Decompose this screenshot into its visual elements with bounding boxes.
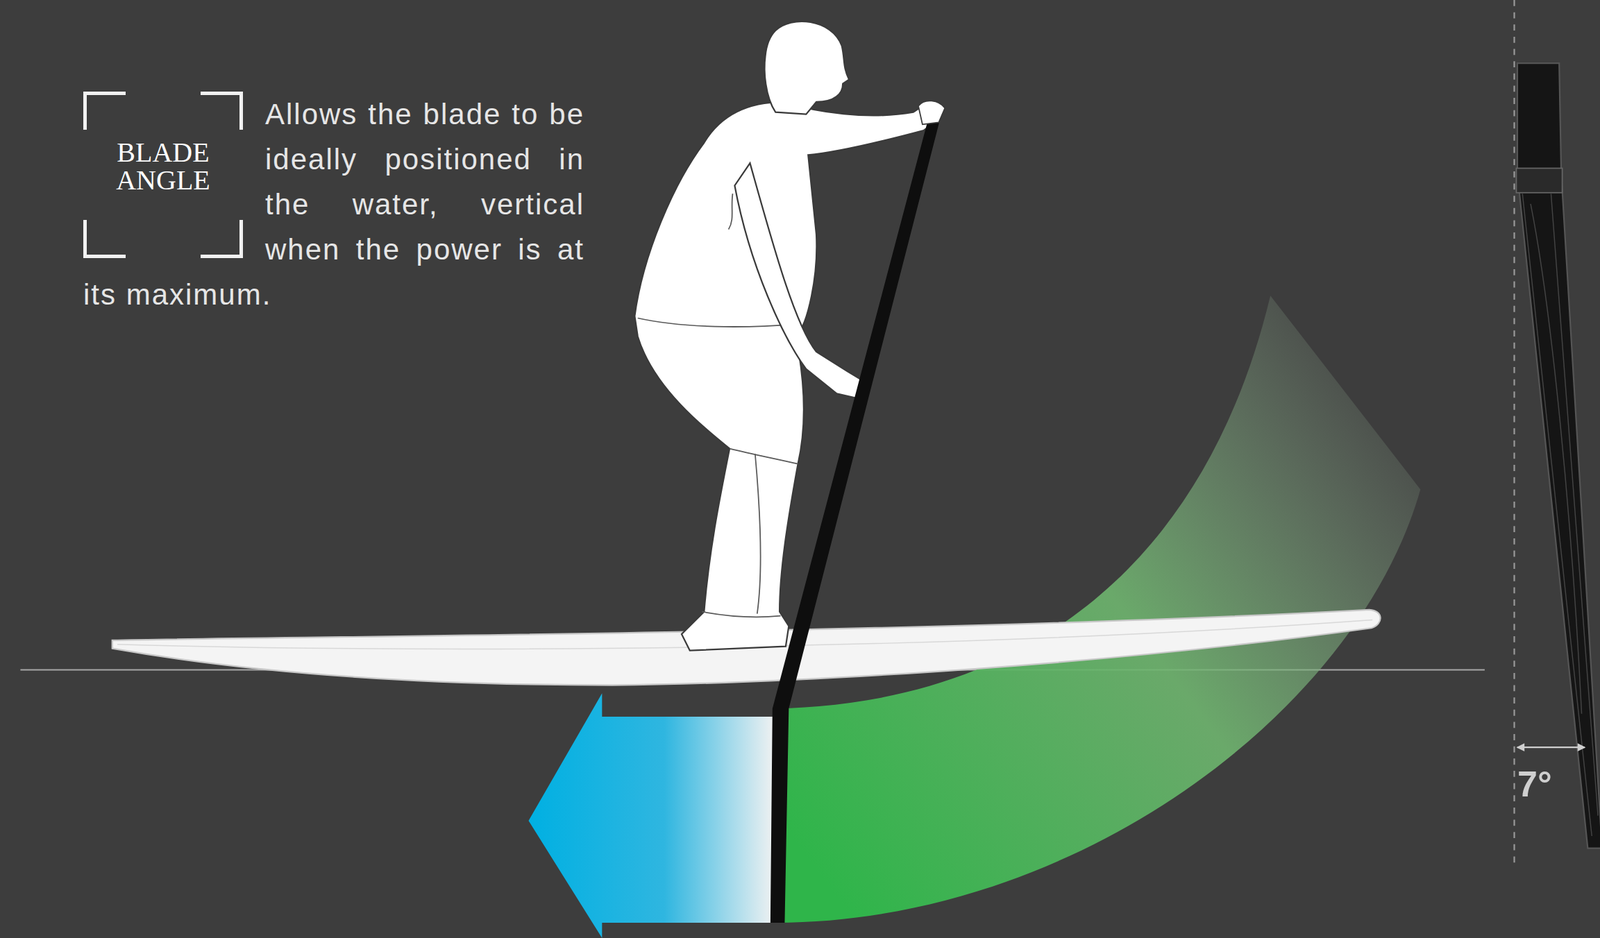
- title-bracket: BLADE ANGLE: [83, 91, 243, 259]
- description-text: Allows the blade to be ideally positione…: [83, 91, 585, 318]
- stroke-sweep: [775, 295, 1421, 924]
- bracket-corner: [200, 220, 243, 259]
- thrust-arrow: [528, 693, 776, 938]
- hand: [918, 100, 945, 125]
- section-title: BLADE ANGLE: [104, 138, 223, 195]
- paddler-body: [634, 102, 941, 652]
- side-paddle-collar: [1516, 167, 1562, 193]
- paddle: [770, 106, 942, 924]
- bracket-corner: [200, 91, 243, 130]
- side-paddle-detail: [1522, 193, 1598, 837]
- vertical-reference: [1513, 0, 1515, 867]
- bracket-corner: [83, 220, 126, 259]
- paddler-arm: [734, 163, 867, 400]
- angle-dimension: [1516, 743, 1586, 752]
- text-block: BLADE ANGLE Allows the blade to be ideal…: [83, 91, 585, 318]
- bracket-corner: [83, 91, 126, 130]
- paddler-head: [764, 21, 849, 115]
- angle-label: 7°: [1517, 763, 1553, 806]
